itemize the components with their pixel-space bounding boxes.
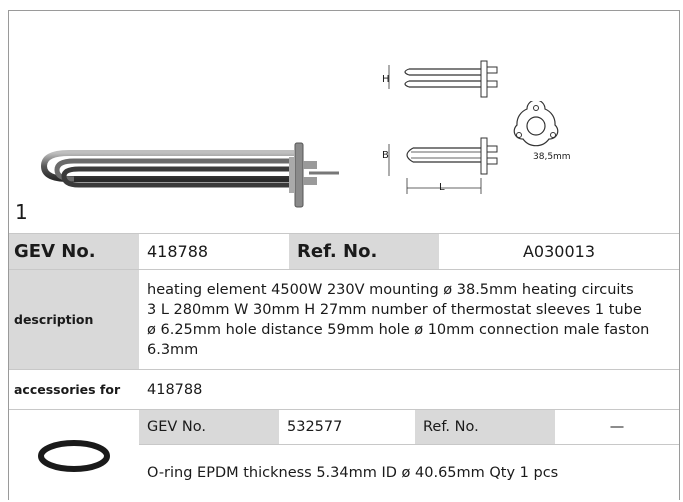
ref-value: A030013 <box>522 242 596 261</box>
dim-label-l: L <box>439 182 445 193</box>
flange-drawing <box>513 101 559 147</box>
header-row: GEV No. 418788 Ref. No. A030013 <box>9 233 679 269</box>
accessories-label-cell: accessories for <box>9 370 139 409</box>
acc-gev-label-cell: GEV No. <box>139 410 279 444</box>
description-row: description heating element 4500W 230V m… <box>9 269 679 369</box>
accessories-value: 418788 <box>147 381 203 398</box>
accessories-value-cell: 418788 <box>139 370 679 409</box>
accessory-item: GEV No. 532577 Ref. No. — O-ring EPDM th… <box>9 409 679 501</box>
product-sheet: H 38,5mm B L 1 GEV No. <box>8 10 680 500</box>
gev-value: 418788 <box>147 242 209 261</box>
acc-gev-value: 532577 <box>287 419 343 435</box>
description-label-cell: description <box>9 270 139 369</box>
ref-label: Ref. No. <box>297 241 378 262</box>
heating-element-photo <box>40 142 339 208</box>
dim-label-diameter: 38,5mm <box>533 152 571 162</box>
description-line: 3 L 280mm W 30mm H 27mm number of thermo… <box>147 301 642 318</box>
description-line: 6.3mm <box>147 341 199 358</box>
acc-gev-label: GEV No. <box>147 419 206 435</box>
description-text-cell: heating element 4500W 230V mounting ø 38… <box>139 270 679 369</box>
oring-photo <box>38 439 110 472</box>
accessories-row: accessories for 418788 <box>9 369 679 409</box>
oring-image-cell <box>9 410 139 501</box>
figure-number: 1 <box>15 200 28 224</box>
description-line: heating element 4500W 230V mounting ø 38… <box>147 281 634 298</box>
technical-drawing-side-view <box>388 137 498 194</box>
ref-label-cell: Ref. No. <box>289 234 439 269</box>
acc-ref-value: — <box>609 419 625 435</box>
dim-label-h: H <box>382 74 390 85</box>
description-line: ø 6.25mm hole distance 59mm hole ø 10mm … <box>147 321 650 338</box>
accessories-label: accessories for <box>14 382 121 397</box>
gev-value-cell: 418788 <box>139 234 289 269</box>
product-image-area: H 38,5mm B L 1 <box>9 11 679 233</box>
acc-ref-label: Ref. No. <box>423 419 479 435</box>
acc-ref-value-cell: — <box>555 410 679 444</box>
description-label: description <box>14 312 94 327</box>
gev-label: GEV No. <box>14 241 96 262</box>
acc-description-cell: O-ring EPDM thickness 5.34mm ID ø 40.65m… <box>139 444 679 501</box>
dim-label-b: B <box>382 150 389 161</box>
ref-value-cell: A030013 <box>439 234 679 269</box>
acc-description: O-ring EPDM thickness 5.34mm ID ø 40.65m… <box>147 465 559 481</box>
acc-gev-value-cell: 532577 <box>279 410 415 444</box>
gev-label-cell: GEV No. <box>9 234 139 269</box>
acc-ref-label-cell: Ref. No. <box>415 410 555 444</box>
technical-drawing-top-view <box>388 60 498 98</box>
